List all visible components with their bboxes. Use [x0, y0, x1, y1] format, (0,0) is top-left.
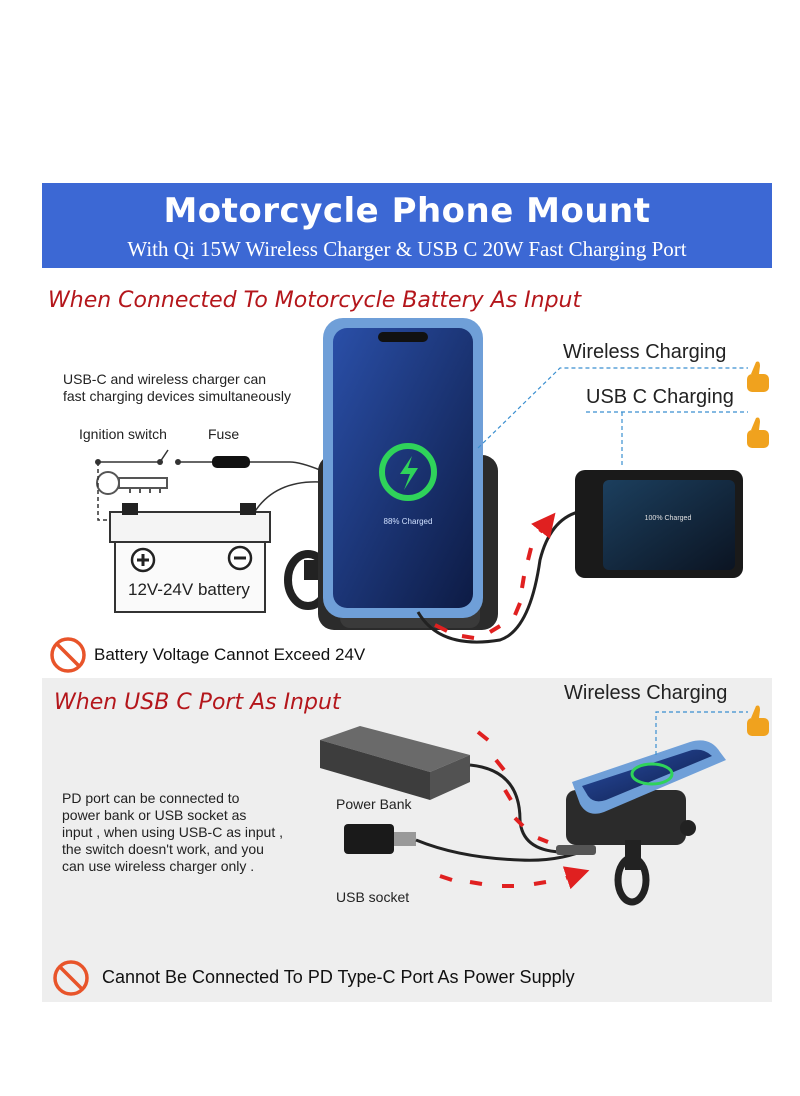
section2-note-line: input , when using USB-C as input , [62, 824, 284, 840]
section1-title: When Connected To Motorcycle Battery As … [48, 288, 582, 313]
wireless-charging-callout-2: Wireless Charging [564, 682, 728, 704]
phone-screen-text: 88% Charged [384, 517, 433, 526]
title-banner: Motorcycle Phone Mount With Qi 15W Wirel… [42, 183, 772, 268]
section2-note: PD port can be connected to power bank o… [62, 790, 283, 875]
fuse-icon [212, 456, 250, 468]
ignition-switch-label: Ignition switch [79, 426, 167, 442]
thumbs-up-icon [747, 361, 769, 392]
section2-note-line: PD port can be connected to [62, 790, 240, 806]
phone-icon [572, 740, 726, 814]
usbc-charging-callout: USB C Charging [586, 386, 734, 408]
wireless-charging-callout: Wireless Charging [563, 341, 727, 363]
battery-icon [109, 503, 271, 613]
key-icon [96, 471, 168, 495]
usb-socket-icon [344, 824, 416, 854]
power-bank-icon [320, 726, 470, 800]
section2-note-line: power bank or USB socket as [62, 807, 247, 823]
phone-icon: 88% Charged [323, 318, 483, 618]
fuse-label: Fuse [208, 426, 240, 442]
no-symbol-icon [53, 960, 89, 996]
thumbs-up-icon [747, 417, 769, 448]
section1-note-line1: USB-C and wireless charger can [63, 371, 267, 387]
section2-note-line: the switch doesn't work, and you [62, 841, 264, 857]
section1-note-line2: fast charging devices simultaneously [63, 388, 292, 404]
usb-socket-label: USB socket [336, 889, 410, 905]
battery-label: 12V-24V battery [128, 580, 250, 599]
banner-title: Motorcycle Phone Mount [163, 191, 651, 231]
section1-warning: Battery Voltage Cannot Exceed 24V [88, 645, 365, 665]
banner-subtitle: With Qi 15W Wireless Charger & USB C 20W… [127, 237, 687, 261]
charging-device-icon: 100% Charged [575, 470, 743, 578]
device-screen-text: 100% Charged [645, 515, 692, 522]
section1-warning-text: Battery Voltage Cannot Exceed 24V [94, 645, 366, 664]
section2-warning-text: Cannot Be Connected To PD Type-C Port As… [102, 967, 575, 987]
thumbs-up-icon [747, 705, 769, 736]
section2-warning: Cannot Be Connected To PD Type-C Port As… [96, 967, 575, 988]
power-bank-label: Power Bank [336, 796, 412, 812]
section1-note: USB-C and wireless charger can fast char… [63, 371, 291, 405]
no-symbol-icon [50, 637, 86, 673]
section2-note-line: can use wireless charger only . [62, 858, 255, 874]
section2-title: When USB C Port As Input [54, 690, 341, 715]
